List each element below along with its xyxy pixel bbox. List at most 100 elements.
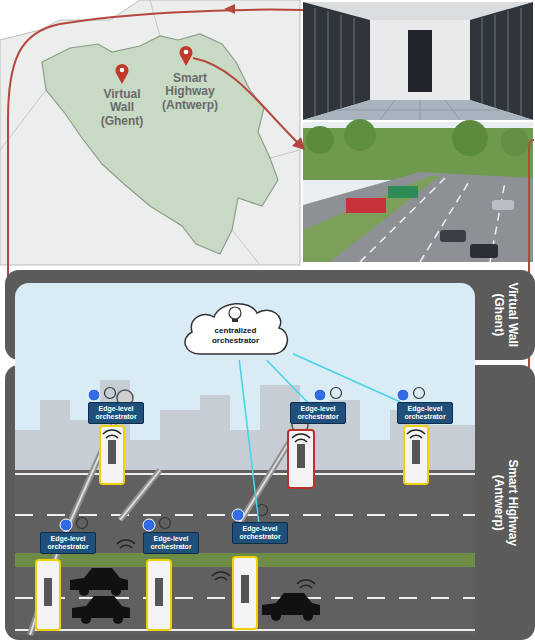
highway-photo-part: [346, 198, 386, 213]
orchestrator-box: Edge-level orchestrator: [232, 522, 288, 544]
orchestrator-label: Edge-level orchestrator: [293, 405, 343, 421]
datacenter-photo-part: [303, 2, 370, 120]
highway-photo-part: [344, 119, 376, 151]
wifi-symbols-part: [292, 434, 310, 442]
cars-part: [81, 614, 91, 624]
wifi-symbols-part: [407, 430, 425, 438]
cars: [70, 568, 320, 624]
highway-photo-part: [492, 200, 514, 210]
gantry-poles-part: [30, 398, 300, 635]
datacenter-photo-part: [303, 100, 533, 120]
roadside-units-part: [404, 426, 428, 484]
roadside-units-part: [147, 560, 171, 630]
orchestrator-box: Edge-level orchestrator: [88, 402, 144, 424]
orchestration-link: [239, 360, 258, 522]
orchestrator-box: Edge-level orchestrator: [40, 532, 96, 554]
roadside-units-part: [155, 578, 163, 606]
orchestration-link: [293, 354, 400, 402]
orchestrator-label: Edge-level orchestrator: [235, 525, 285, 541]
roadside-units-part: [412, 440, 420, 464]
link-arrows-part: [292, 137, 305, 150]
region-band: Virtual Wall (Ghent) centralized orchestr…: [5, 270, 535, 360]
highway-photo-part: [303, 172, 533, 262]
roadside-units-part: [36, 560, 60, 630]
orchestrator-label: Edge-level orchestrator: [43, 535, 93, 551]
roadside-units-part: [100, 426, 124, 484]
belgium-map: [0, 0, 300, 265]
datacenter-photo: [303, 2, 533, 120]
roadside-units: [36, 426, 428, 630]
roadside-units-part: [288, 430, 314, 488]
orchestrator-box: Edge-level orchestrator: [143, 532, 199, 554]
region-label: Virtual Wall (Ghent): [491, 275, 519, 355]
gantry-poles: [30, 390, 308, 635]
brain-bulb-icon: [229, 307, 241, 319]
highway-photo-part: [303, 176, 440, 262]
belgium-map-part: [0, 0, 300, 265]
datacenter-photo-part: [470, 2, 533, 120]
datacenter-photo-part: [315, 8, 521, 116]
map-label: Smart Highway (Antwerp): [154, 72, 226, 112]
highway-photo-part: [360, 178, 505, 262]
datacenter-photo-part: [408, 30, 432, 92]
cars-part: [70, 568, 128, 590]
highway-photo-part: [440, 230, 466, 242]
highway-photo-part: [452, 120, 488, 156]
orchestrator-label: Edge-level orchestrator: [146, 535, 196, 551]
highway-photo-part: [303, 128, 533, 180]
highway-photo: [303, 119, 533, 262]
link-arrows-part: [224, 4, 235, 14]
highway-photo-part: [303, 122, 533, 262]
location-pins-part: [180, 46, 193, 66]
wifi-symbols: [103, 430, 425, 588]
orchestrator-box: Edge-level orchestrator: [290, 402, 346, 424]
orchestrator-icons-part: [314, 389, 326, 401]
orchestrator-icons-part: [77, 518, 88, 529]
cars-part: [262, 593, 320, 615]
region-label: Smart Highway (Antwerp): [491, 454, 519, 550]
roadside-units-part: [44, 578, 52, 606]
wifi-symbols-part: [117, 540, 135, 548]
orchestrator-label: Edge-level orchestrator: [400, 405, 450, 421]
region-band: Smart Highway (Antwerp) Edge-level orches…: [5, 365, 535, 640]
orchestrator-icons-part: [60, 519, 72, 531]
cars-part: [72, 596, 130, 618]
orchestrator-icons-part: [160, 518, 171, 529]
location-pins-part: [120, 68, 125, 73]
gantry-poles-part: [30, 398, 300, 635]
map-label: Virtual Wall (Ghent): [90, 88, 154, 128]
highway-photo-part: [501, 128, 529, 156]
highway-photo-part: [306, 126, 334, 154]
location-pins-part: [116, 64, 129, 84]
cloud-label: centralized orchestrator: [178, 326, 293, 345]
belgium-map-part: [42, 34, 278, 254]
cars-part: [303, 611, 313, 621]
orchestrator-icons-part: [397, 389, 409, 401]
roadside-units-part: [297, 444, 305, 468]
roadside-units-part: [241, 575, 249, 603]
region-bands: [5, 270, 535, 640]
datacenter-photo-part: [370, 20, 470, 100]
location-pins-part: [184, 50, 189, 55]
roadside-units-part: [233, 557, 257, 629]
orchestration-link: [267, 360, 308, 402]
cars-part: [271, 611, 281, 621]
orchestrator-icons-part: [143, 519, 155, 531]
orchestrator-icons-part: [105, 388, 116, 399]
cars-part: [113, 614, 123, 624]
orchestrator-icons: [60, 388, 425, 532]
belgium-map-part: [0, 0, 300, 265]
orchestrator-box: Edge-level orchestrator: [397, 402, 453, 424]
orchestrator-label: Edge-level orchestrator: [91, 405, 141, 421]
wifi-symbols-part: [212, 572, 230, 580]
roadside-units-part: [108, 440, 116, 464]
wifi-symbols-part: [297, 580, 315, 588]
brain-bulb-icon: [232, 319, 238, 322]
orchestrator-icons-part: [232, 509, 244, 521]
datacenter-photo-part: [303, 2, 533, 120]
highway-photo-part: [470, 244, 498, 258]
orchestrator-icons-part: [414, 388, 425, 399]
wifi-symbols-part: [103, 430, 121, 438]
orchestrator-icons-part: [88, 389, 100, 401]
